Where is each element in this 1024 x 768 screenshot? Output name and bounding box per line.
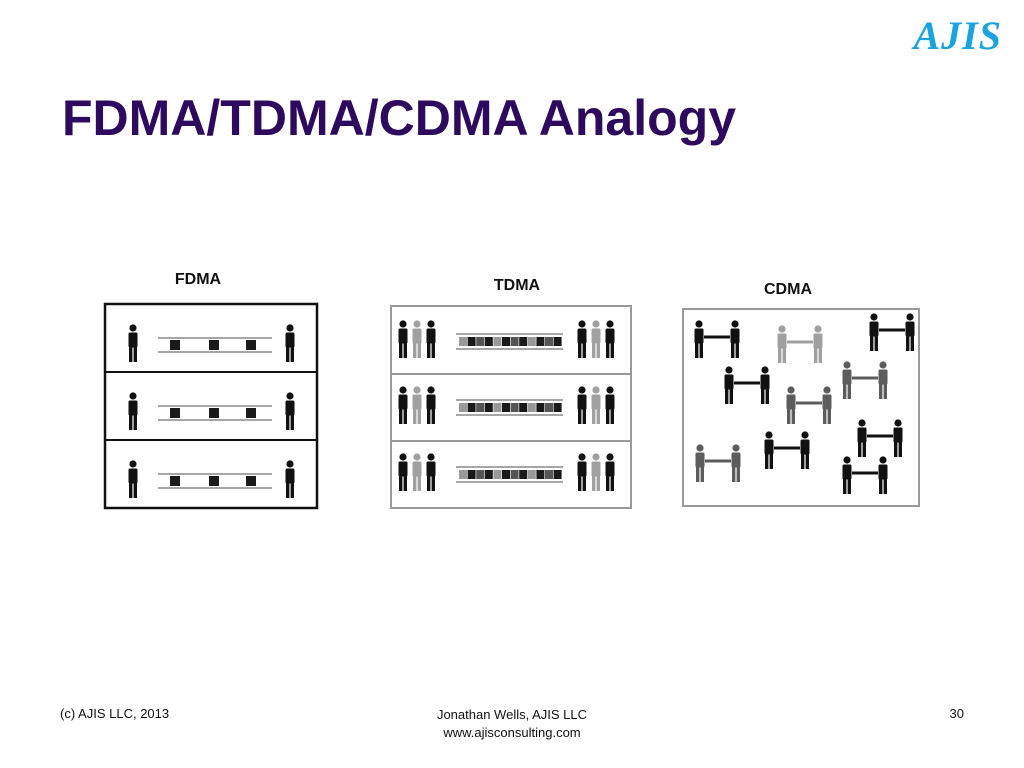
footer-author-website: www.ajisconsulting.com	[443, 725, 581, 740]
time-slot	[553, 470, 562, 479]
time-slot	[476, 337, 485, 346]
time-slot	[519, 337, 528, 346]
footer-copyright: (c) AJIS LLC, 2013	[60, 706, 170, 721]
signal-block	[209, 408, 219, 418]
tdma-label: TDMA	[494, 277, 541, 294]
time-slot	[553, 403, 562, 412]
cdma-conversations	[694, 313, 915, 494]
time-slot	[502, 337, 510, 346]
time-slot	[519, 403, 528, 412]
signal-block	[209, 340, 219, 350]
time-slot	[553, 337, 562, 346]
signal-block	[246, 476, 256, 486]
fdma-label: FDMA	[175, 271, 222, 288]
cdma-panel: CDMA	[682, 281, 920, 507]
time-slot	[484, 403, 493, 412]
ajis-logo: AJIS	[913, 13, 1002, 58]
time-slot	[536, 337, 545, 346]
time-slot	[545, 470, 553, 479]
time-slot	[527, 337, 536, 346]
tdma-panel: TDMA	[390, 277, 632, 509]
time-slot	[493, 470, 502, 479]
time-slot	[527, 403, 536, 412]
time-slot	[536, 403, 545, 412]
time-slot	[510, 337, 519, 346]
time-slot	[476, 470, 485, 479]
signal-block	[170, 476, 180, 486]
slide-title: FDMA/TDMA/CDMA Analogy	[62, 90, 736, 146]
time-slot	[467, 337, 476, 346]
time-slot	[459, 337, 467, 346]
time-slot	[545, 403, 553, 412]
time-slot	[467, 470, 476, 479]
fdma-channels	[128, 324, 295, 498]
time-slot	[510, 403, 519, 412]
signal-block	[246, 340, 256, 350]
time-slot	[527, 470, 536, 479]
page-number: 30	[949, 706, 964, 721]
time-slot	[493, 337, 502, 346]
signal-block	[170, 340, 180, 350]
footer-author: Jonathan Wells, AJIS LLC www.ajisconsult…	[362, 706, 662, 742]
time-slot	[467, 403, 476, 412]
time-slot	[536, 470, 545, 479]
time-slot	[519, 470, 528, 479]
signal-block	[246, 408, 256, 418]
time-slot	[484, 470, 493, 479]
time-slot	[459, 470, 467, 479]
tdma-channels	[398, 320, 615, 491]
fdma-panel: FDMA	[103, 271, 319, 510]
time-slot	[545, 337, 553, 346]
signal-block	[209, 476, 219, 486]
time-slot	[502, 403, 510, 412]
time-slot	[510, 470, 519, 479]
cdma-label: CDMA	[764, 281, 812, 298]
footer-author-name: Jonathan Wells, AJIS LLC	[436, 707, 588, 722]
time-slot	[476, 403, 485, 412]
time-slot	[493, 403, 502, 412]
time-slot	[459, 403, 467, 412]
signal-block	[170, 408, 180, 418]
time-slot	[484, 337, 493, 346]
time-slot	[502, 470, 510, 479]
